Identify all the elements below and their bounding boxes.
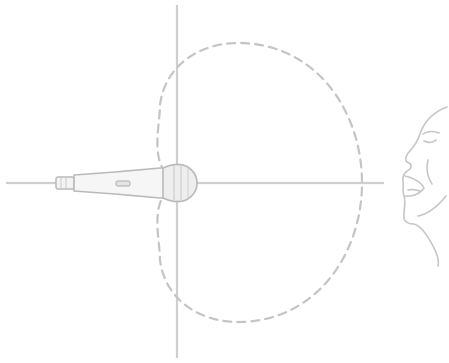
microphone-switch (116, 181, 130, 186)
mouth-tongue (408, 190, 420, 191)
singer-face-icon (403, 107, 447, 266)
face-profile-outline (403, 107, 447, 266)
jaw-line (418, 196, 446, 216)
cheek-line (427, 160, 432, 184)
eyebrow (423, 132, 439, 134)
microphone-grille (163, 164, 197, 201)
microphone-connector (56, 177, 74, 189)
eye-closed (424, 140, 436, 142)
open-mouth (405, 176, 424, 196)
microphone-icon (56, 164, 197, 201)
